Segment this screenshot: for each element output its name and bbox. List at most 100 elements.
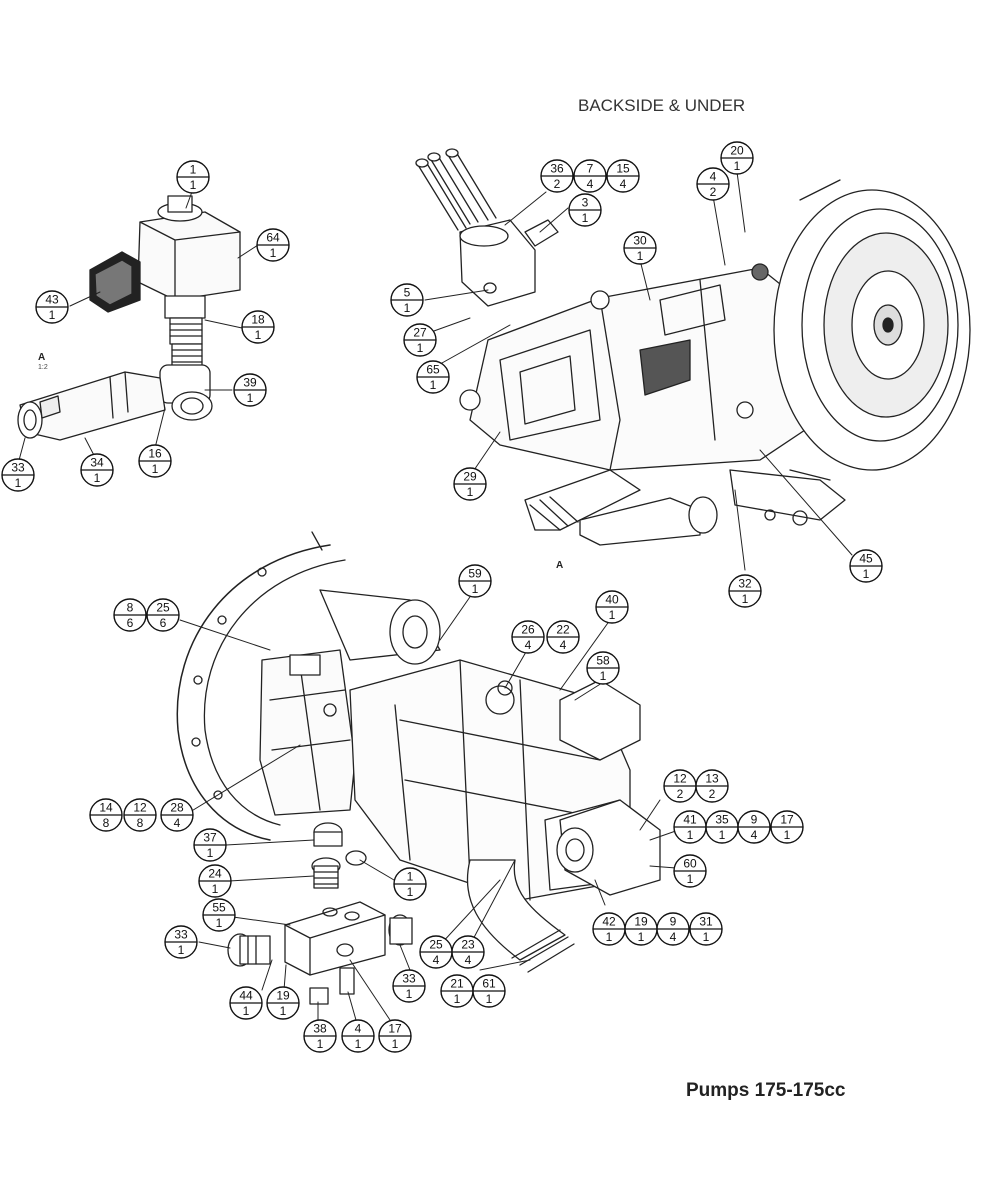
callout-24-qty-1: 241 — [198, 864, 232, 898]
callout-quantity: 1 — [178, 943, 185, 957]
callout-item-number: 37 — [203, 831, 217, 845]
callout-4-qty-1: 41 — [341, 1019, 375, 1053]
callout-1-qty-1: 11 — [176, 160, 210, 194]
callout-quantity: 6 — [160, 616, 167, 630]
callout-20-qty-1: 201 — [720, 141, 754, 175]
callout-14-qty-8: 148 — [89, 798, 123, 832]
callout-34-qty-1: 341 — [80, 453, 114, 487]
callout-quantity: 1 — [317, 1037, 324, 1051]
callout-item-number: 22 — [556, 623, 570, 637]
callout-item-number: 30 — [633, 234, 647, 248]
callout-15-qty-4: 154 — [606, 159, 640, 193]
callout-9-qty-4: 94 — [737, 810, 771, 844]
callout-quantity: 1 — [600, 669, 607, 683]
callout-quantity: 8 — [103, 816, 110, 830]
callout-quantity: 1 — [863, 567, 870, 581]
callout-item-number: 19 — [634, 915, 648, 929]
callout-item-number: 60 — [683, 857, 697, 871]
callout-quantity: 1 — [255, 328, 262, 342]
callout-quantity: 1 — [407, 885, 414, 899]
callout-quantity: 2 — [677, 787, 684, 801]
callout-29-qty-1: 291 — [453, 467, 487, 501]
callout-quantity: 1 — [94, 471, 101, 485]
callout-37-qty-1: 371 — [193, 828, 227, 862]
callout-42-qty-1: 421 — [592, 912, 626, 946]
callout-13-qty-2: 132 — [695, 769, 729, 803]
callout-27-qty-1: 271 — [403, 323, 437, 357]
callout-41-qty-1: 411 — [673, 810, 707, 844]
callout-quantity: 1 — [212, 882, 219, 896]
callout-quantity: 1 — [467, 485, 474, 499]
callout-item-number: 1 — [190, 163, 197, 177]
callout-item-number: 14 — [99, 801, 113, 815]
callout-28-qty-4: 284 — [160, 798, 194, 832]
callout-quantity: 1 — [784, 828, 791, 842]
view-a-scale: 1:2 — [38, 364, 48, 371]
callout-item-number: 61 — [482, 977, 496, 991]
callout-31-qty-1: 311 — [689, 912, 723, 946]
callout-item-number: 40 — [605, 593, 619, 607]
callout-19-qty-1: 191 — [624, 912, 658, 946]
callout-item-number: 17 — [388, 1022, 402, 1036]
callout-quantity: 4 — [751, 828, 758, 842]
callout-quantity: 1 — [216, 916, 223, 930]
callout-quantity: 1 — [270, 246, 277, 260]
callout-item-number: 41 — [683, 813, 697, 827]
callout-3-qty-1: 31 — [568, 193, 602, 227]
callout-30-qty-1: 301 — [623, 231, 657, 265]
callout-quantity: 1 — [638, 930, 645, 944]
callout-item-number: 34 — [90, 456, 104, 470]
callout-quantity: 6 — [127, 616, 134, 630]
callout-quantity: 1 — [417, 341, 424, 355]
callout-64-qty-1: 641 — [256, 228, 290, 262]
callout-quantity: 1 — [190, 178, 197, 192]
callout-item-number: 16 — [148, 447, 162, 461]
callout-quantity: 1 — [280, 1004, 287, 1018]
callout-item-number: 33 — [174, 928, 188, 942]
callout-58-qty-1: 581 — [586, 651, 620, 685]
callout-item-number: 8 — [127, 601, 134, 615]
callout-38-qty-1: 381 — [303, 1019, 337, 1053]
callout-item-number: 27 — [413, 326, 427, 340]
callout-7-qty-4: 74 — [573, 159, 607, 193]
callout-quantity: 1 — [355, 1037, 362, 1051]
callout-quantity: 1 — [687, 872, 694, 886]
callout-item-number: 29 — [463, 470, 477, 484]
callout-quantity: 1 — [392, 1037, 399, 1051]
callout-quantity: 2 — [710, 185, 717, 199]
callout-43-qty-1: 431 — [35, 290, 69, 324]
callout-quantity: 1 — [454, 992, 461, 1006]
callout-quantity: 1 — [742, 592, 749, 606]
valve-assembly-view-a — [17, 195, 241, 441]
callout-12-qty-2: 122 — [663, 769, 697, 803]
callout-item-number: 12 — [673, 772, 687, 786]
callout-35-qty-1: 351 — [705, 810, 739, 844]
callout-59-qty-1: 591 — [458, 564, 492, 598]
callout-item-number: 36 — [550, 162, 564, 176]
callout-quantity: 1 — [582, 211, 589, 225]
callout-quantity: 1 — [637, 249, 644, 263]
callout-quantity: 4 — [587, 177, 594, 191]
callout-item-number: 18 — [251, 313, 265, 327]
callout-18-qty-1: 181 — [241, 310, 275, 344]
callout-item-number: 25 — [156, 601, 170, 615]
callout-item-number: 24 — [208, 867, 222, 881]
callout-60-qty-1: 601 — [673, 854, 707, 888]
callout-quantity: 1 — [243, 1004, 250, 1018]
callout-quantity: 1 — [247, 391, 254, 405]
callout-quantity: 1 — [49, 308, 56, 322]
callout-item-number: 55 — [212, 901, 226, 915]
callout-item-number: 4 — [355, 1022, 362, 1036]
callout-quantity: 1 — [472, 582, 479, 596]
callout-quantity: 1 — [406, 987, 413, 1001]
backside-under-view — [415, 148, 971, 546]
callout-item-number: 25 — [429, 938, 443, 952]
callout-item-number: 21 — [450, 977, 464, 991]
callout-21-qty-1: 211 — [440, 974, 474, 1008]
callout-item-number: 5 — [404, 286, 411, 300]
callout-quantity: 1 — [609, 608, 616, 622]
callout-quantity: 1 — [207, 846, 214, 860]
